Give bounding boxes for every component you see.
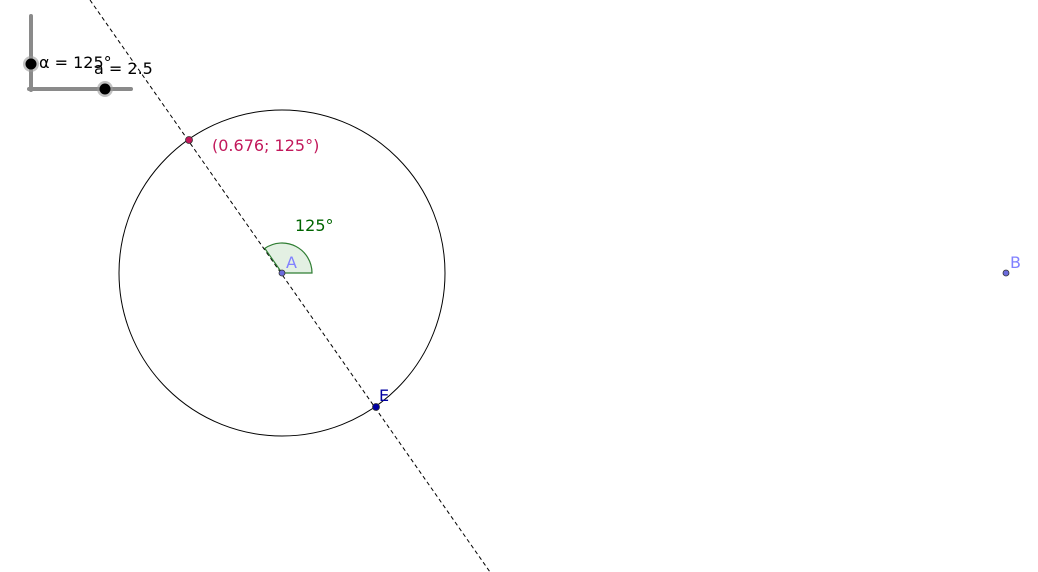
point-e-label: E (379, 386, 389, 405)
center-point-a[interactable] (278, 269, 286, 277)
polar-point[interactable] (185, 136, 193, 144)
center-label-a: A (286, 253, 297, 272)
a-slider-knob-core[interactable] (99, 83, 111, 95)
dashed-line[interactable] (89, 0, 491, 572)
point-e[interactable] (372, 403, 380, 411)
a-slider-label: a = 2.5 (94, 59, 153, 78)
point-b[interactable] (1002, 269, 1010, 277)
alpha-slider-label: α = 125° (39, 53, 112, 72)
alpha-slider-knob-core[interactable] (25, 58, 37, 70)
polar-point-label: (0.676; 125°) (212, 136, 319, 155)
point-b-label: B (1010, 253, 1021, 272)
angle-sector[interactable] (263, 242, 313, 274)
circle[interactable] (118, 109, 446, 437)
angle-label: 125° (295, 216, 334, 235)
